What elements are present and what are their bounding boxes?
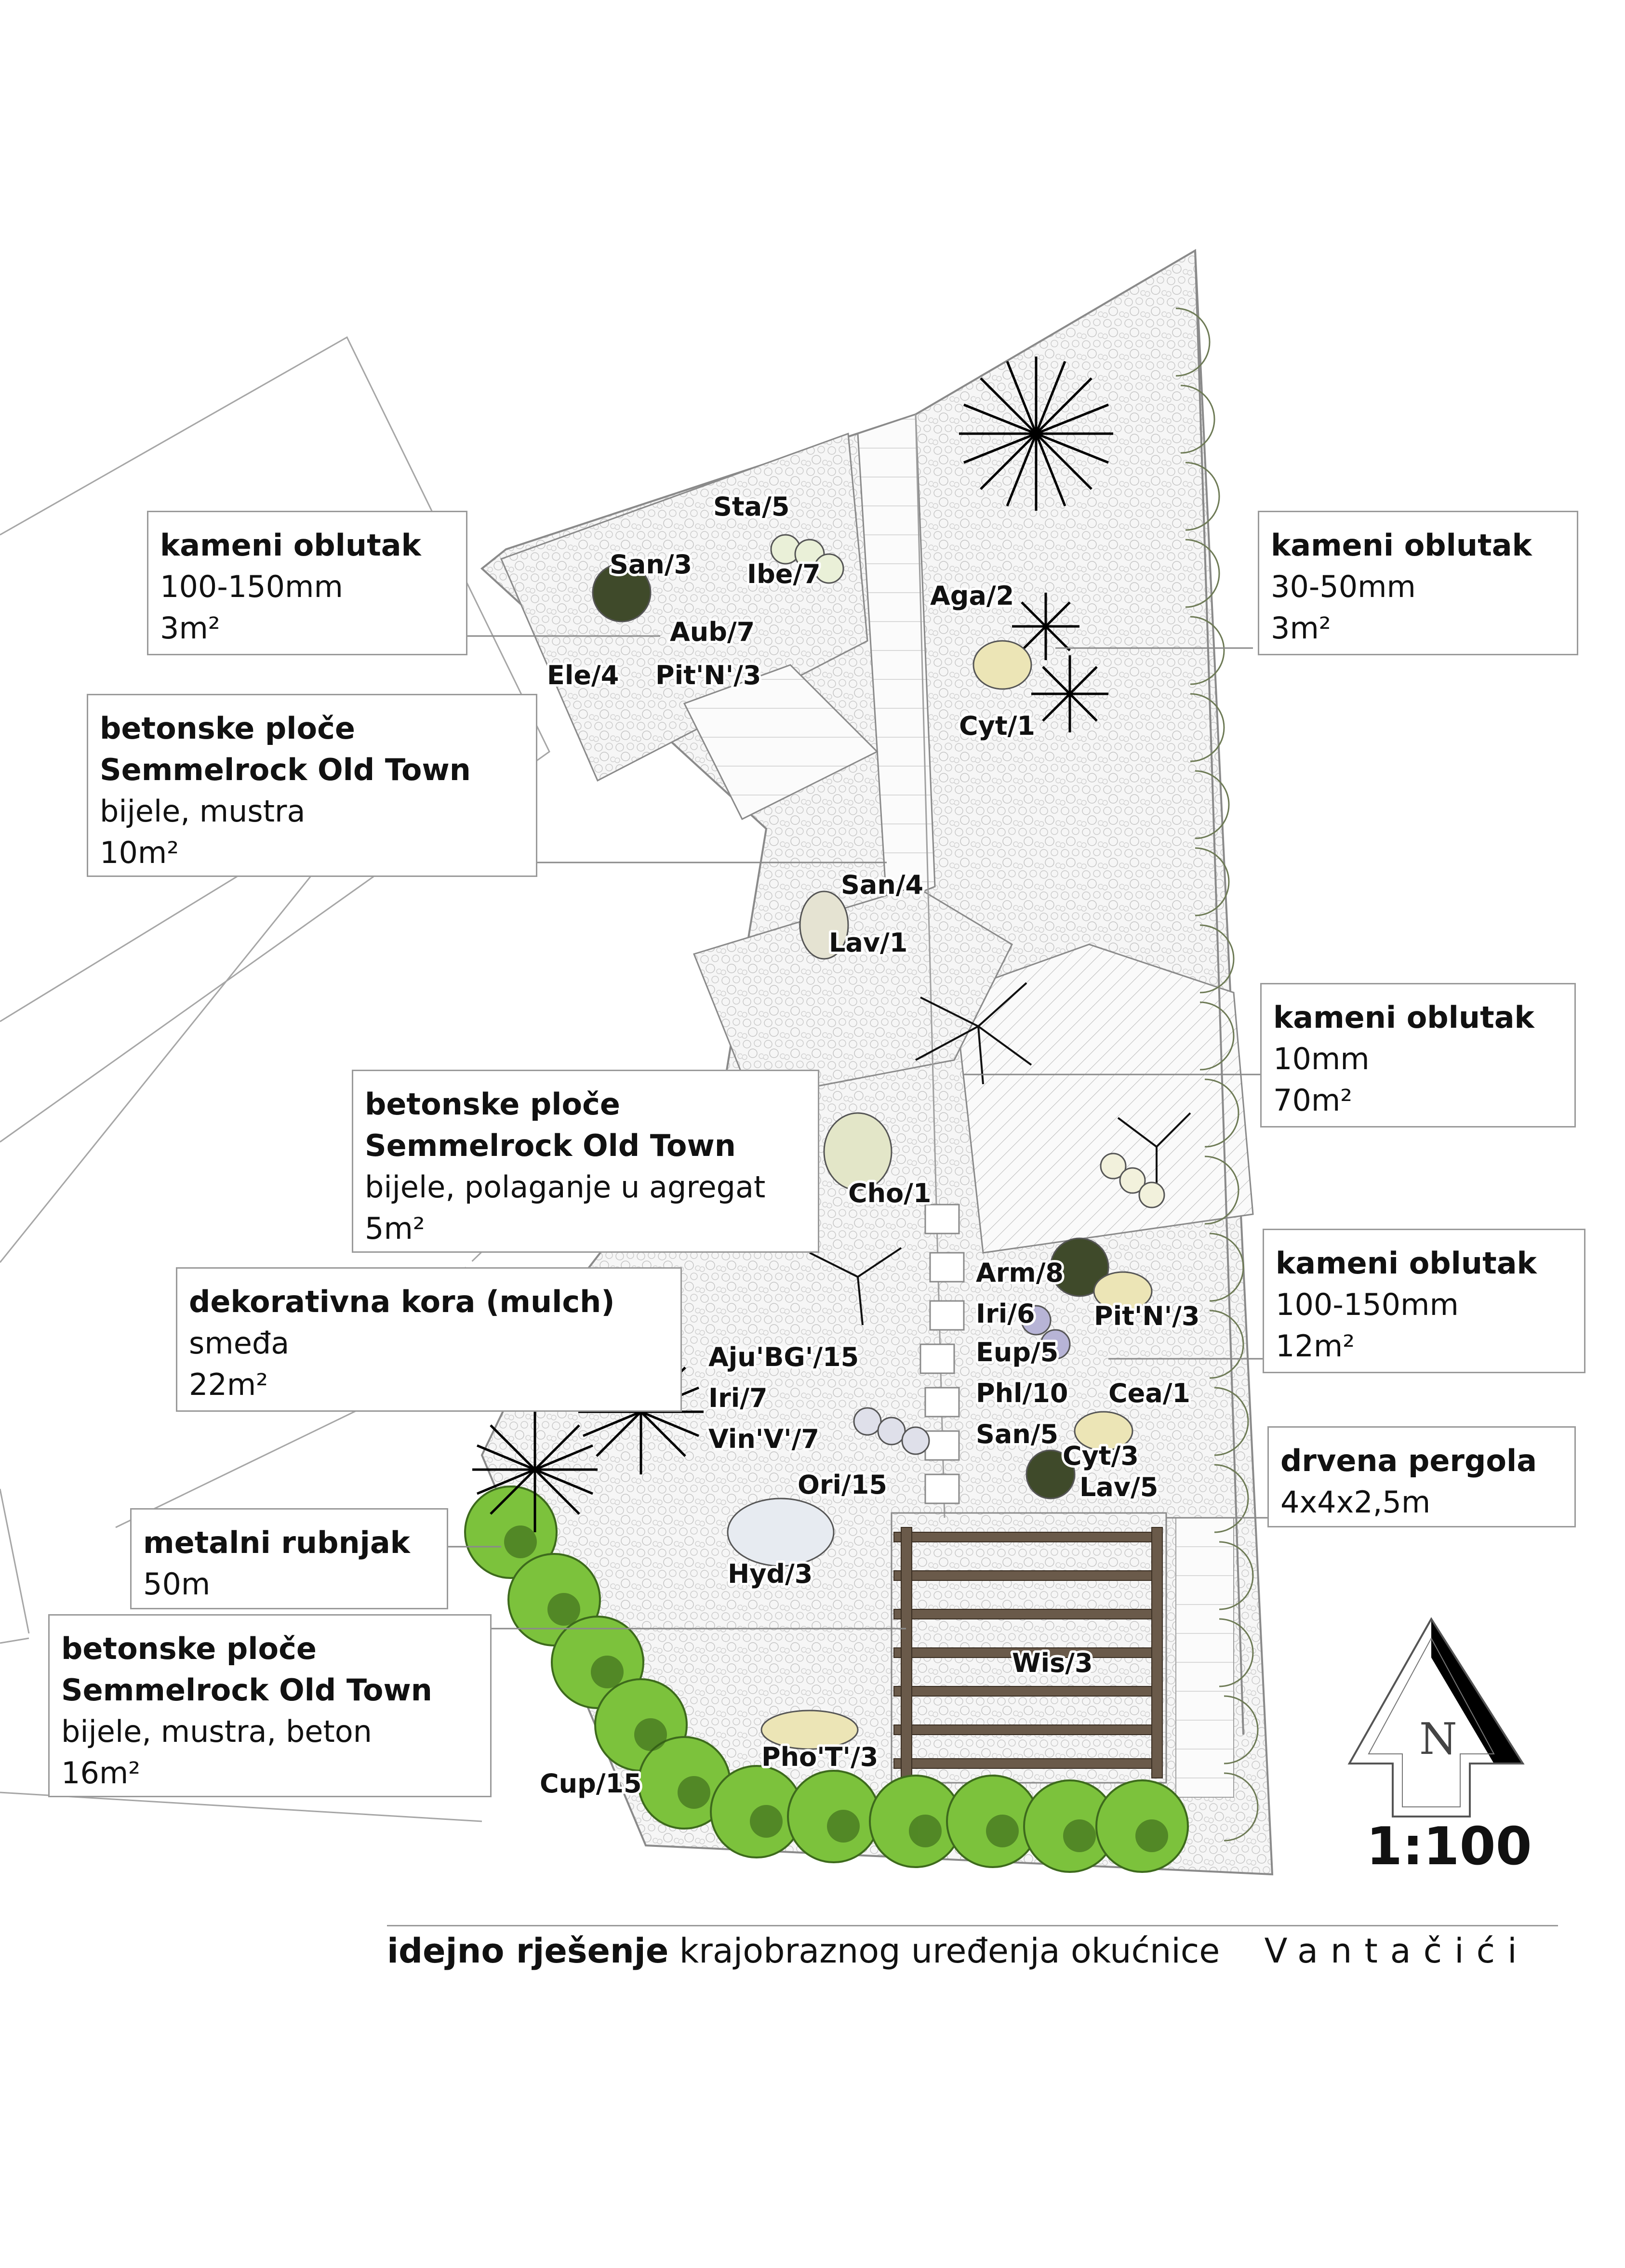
- plant-label: Cup/15: [540, 1768, 642, 1799]
- callout-title: kameni oblutak: [1271, 528, 1532, 563]
- plant-label: Hyd/3: [728, 1559, 812, 1589]
- title-bold: idejno rješenje: [387, 1931, 669, 1971]
- plant-label: Arm/8: [976, 1258, 1064, 1288]
- plant-label: Aga/2: [930, 581, 1014, 611]
- hedge-shadows: [504, 1525, 1168, 1852]
- plant-label: Aju'BG'/15: [708, 1342, 859, 1372]
- north-arrow-icon: N: [1347, 1617, 1525, 1817]
- callout-gravel-100-150-east: kameni oblutak 100-150mm 12m²: [1263, 1229, 1585, 1373]
- callout-line: 12m²: [1276, 1328, 1355, 1364]
- plant-label: Cea/1: [1108, 1378, 1190, 1408]
- callout-line: 100-150mm: [1276, 1287, 1459, 1322]
- paved-strip: [857, 413, 936, 907]
- plant-label: Lav/1: [829, 928, 907, 958]
- callout-title-2: Semmelrock Old Town: [61, 1672, 432, 1708]
- plant-label: Ele/4: [547, 660, 619, 690]
- callout-line: 100-150mm: [160, 569, 343, 604]
- callout-line: 16m²: [61, 1755, 141, 1791]
- callout-line: 70m²: [1273, 1083, 1353, 1118]
- callout-title: betonske ploče: [100, 711, 355, 746]
- plant-label: Iri/7: [708, 1383, 768, 1413]
- callout-metal-edging: metalni rubnjak 50m: [130, 1508, 448, 1609]
- plant-labels: Sta/5 San/3 Ibe/7 Aub/7 Ele/4 Pit'N'/3 A…: [537, 489, 1202, 1801]
- title-normal: krajobraznog uređenja okućnice: [679, 1931, 1220, 1971]
- plant-label: Ori/15: [798, 1470, 887, 1500]
- callout-title-2: Semmelrock Old Town: [100, 752, 471, 787]
- callout-title: metalni rubnjak: [143, 1525, 410, 1560]
- callout-title: drvena pergola: [1280, 1443, 1537, 1478]
- callout-line: smeđa: [189, 1326, 290, 1361]
- callout-title-2: Semmelrock Old Town: [365, 1128, 736, 1163]
- callout-gravel-10mm: kameni oblutak 10mm 70m²: [1260, 983, 1576, 1127]
- stepping-stones: [919, 1204, 965, 1504]
- callout-gravel-100-150-north: kameni oblutak 100-150mm 3m²: [147, 511, 467, 655]
- title-location: Vantačići: [1264, 1931, 1530, 1971]
- plant-label: San/3: [610, 549, 692, 580]
- callout-mulch: dekorativna kora (mulch) smeđa 22m²: [176, 1267, 682, 1412]
- callout-line: 3m²: [1271, 610, 1331, 646]
- boundary-trees: [1175, 307, 1259, 1842]
- steps: [683, 664, 879, 821]
- plant-label: Vin'V'/7: [708, 1424, 819, 1454]
- plant-label: San/5: [976, 1419, 1058, 1449]
- hatched-terrace: [953, 943, 1254, 1254]
- callout-paving-5m2: betonske ploče Semmelrock Old Town bijel…: [352, 1070, 819, 1253]
- callout-title: kameni oblutak: [1276, 1246, 1537, 1281]
- callout-line: 10mm: [1273, 1041, 1370, 1076]
- plant-label: Phl/10: [976, 1378, 1068, 1408]
- callout-pergola: drvena pergola 4x4x2,5m: [1267, 1426, 1576, 1527]
- plant-label: Iri/6: [976, 1299, 1035, 1329]
- callout-title: kameni oblutak: [1273, 1000, 1534, 1035]
- plant-label: Pho'T'/3: [761, 1742, 878, 1772]
- title-bar: idejno rješenje krajobraznog uređenja ok…: [387, 1925, 1558, 1971]
- callout-paving-16m2: betonske ploče Semmelrock Old Town bijel…: [48, 1614, 492, 1797]
- plant-label: Aub/7: [670, 617, 755, 647]
- callout-title: betonske ploče: [365, 1087, 620, 1122]
- scale-label: 1:100: [1366, 1817, 1532, 1877]
- plant-label: Cho/1: [848, 1178, 931, 1208]
- plot: [480, 249, 1274, 1876]
- plant-label: Cyt/3: [1063, 1441, 1139, 1471]
- plant-label: San/4: [841, 870, 923, 900]
- plant-label: Pit'N'/3: [1094, 1301, 1199, 1331]
- paved-area-north: [500, 432, 868, 782]
- callout-title: betonske ploče: [61, 1631, 317, 1666]
- plant-label: Cyt/1: [959, 711, 1035, 741]
- callout-line: 3m²: [160, 610, 220, 646]
- callout-line: 30-50mm: [1271, 569, 1416, 604]
- plant-label: Sta/5: [713, 491, 789, 522]
- plant-label: Wis/3: [1012, 1648, 1093, 1678]
- callout-line: bijele, mustra, beton: [61, 1714, 372, 1749]
- callout-line: bijele, polaganje u agregat: [365, 1169, 766, 1205]
- pergola: [891, 1512, 1234, 1798]
- callout-line: 5m²: [365, 1211, 425, 1246]
- callout-gravel-30-50: kameni oblutak 30-50mm 3m²: [1258, 511, 1578, 655]
- plant-label: Lav/5: [1079, 1472, 1158, 1502]
- callout-line: 50m: [143, 1566, 211, 1602]
- plant-label: Eup/5: [976, 1337, 1058, 1367]
- north-letter: N: [1419, 1714, 1457, 1764]
- callout-title: dekorativna kora (mulch): [189, 1284, 615, 1319]
- callout-line: 22m²: [189, 1367, 268, 1402]
- plant-label: Ibe/7: [747, 559, 821, 589]
- callout-paving-10m2: betonske ploče Semmelrock Old Town bijel…: [87, 694, 537, 877]
- shrub-groups: [592, 534, 1165, 1750]
- plant-label: Pit'N'/3: [655, 660, 761, 690]
- callout-line: 4x4x2,5m: [1280, 1485, 1431, 1520]
- callout-line: 10m²: [100, 835, 179, 870]
- callout-title: kameni oblutak: [160, 528, 421, 563]
- callout-line: bijele, mustra: [100, 794, 306, 829]
